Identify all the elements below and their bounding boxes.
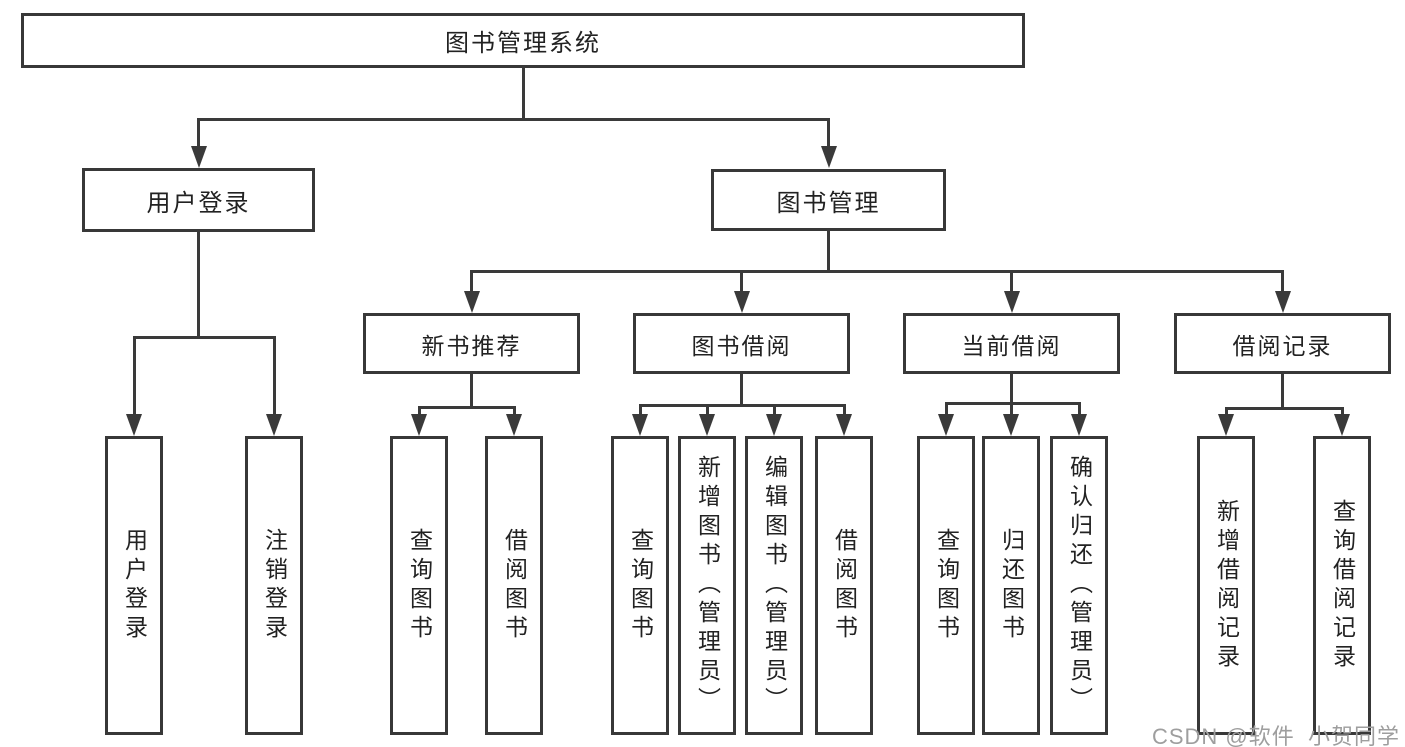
leaf-add-book-admin: 新增图书（管理员） (678, 436, 736, 735)
connector-line (1224, 407, 1344, 410)
connector-line (521, 66, 525, 120)
node-label: 新书推荐 (421, 332, 522, 359)
connector-line (638, 404, 642, 416)
connector-line (842, 404, 846, 416)
connector-line (1281, 372, 1284, 410)
node-label: 借阅记录 (1232, 332, 1333, 359)
arrowhead-down-icon (1003, 291, 1020, 313)
arrowhead-down-icon (126, 414, 142, 436)
arrowhead-down-icon (699, 414, 715, 436)
node-label: 用户登录 (146, 189, 251, 217)
node-label: 借阅图书 (831, 527, 858, 644)
node-library-system: 图书管理系统 (21, 13, 1025, 68)
connector-line (1224, 407, 1228, 416)
connector-line (417, 406, 421, 416)
leaf-query-books-recommend: 查询图书 (390, 436, 448, 735)
csdn-watermark: CSDN @软件_小贺同学 (1151, 724, 1400, 747)
connector-line (772, 404, 776, 416)
node-label: 用户登录 (121, 527, 148, 644)
node-label: 查询借阅记录 (1329, 498, 1356, 673)
leaf-borrow-books-recommend: 借阅图书 (485, 436, 543, 735)
connector-line (740, 270, 743, 294)
arrowhead-down-icon (820, 146, 837, 168)
connector-line (470, 372, 473, 409)
connector-line (1009, 402, 1013, 416)
arrowhead-down-icon (190, 146, 207, 168)
leaf-logout: 注销登录 (245, 436, 303, 735)
node-book-borrowing: 图书借阅 (633, 313, 850, 374)
connector-line (470, 270, 1284, 273)
node-borrowing-records: 借阅记录 (1174, 313, 1391, 374)
connector-line (197, 118, 200, 149)
arrowhead-down-icon (411, 414, 427, 436)
node-label: 归还图书 (998, 527, 1025, 644)
node-label: 新增图书（管理员） (694, 455, 721, 716)
node-label: 新增借阅记录 (1213, 498, 1240, 673)
leaf-query-books-borrowing: 查询图书 (611, 436, 669, 735)
connector-line (417, 406, 516, 409)
node-new-book-recommendation: 新书推荐 (363, 313, 580, 374)
leaf-query-borrow-record: 查询借阅记录 (1313, 436, 1371, 735)
arrowhead-down-icon (1218, 414, 1234, 436)
arrowhead-down-icon (506, 414, 522, 436)
node-label: 图书管理系统 (445, 30, 601, 57)
connector-line (1340, 407, 1344, 416)
connector-line (197, 118, 830, 121)
node-label: 查询图书 (933, 527, 960, 644)
node-current-borrowing: 当前借阅 (903, 313, 1120, 374)
node-label: 当前借阅 (961, 332, 1062, 359)
node-label: 确认归还（管理员） (1066, 455, 1093, 716)
connector-line (740, 372, 743, 407)
arrowhead-down-icon (766, 414, 782, 436)
node-label: 编辑图书（管理员） (761, 455, 788, 716)
arrowhead-down-icon (1003, 414, 1019, 436)
node-user-login: 用户登录 (82, 168, 315, 232)
connector-line (1010, 372, 1013, 405)
connector-line (705, 404, 709, 416)
connector-line (944, 402, 948, 416)
leaf-add-borrow-record: 新增借阅记录 (1197, 436, 1255, 735)
connector-line (1281, 270, 1284, 294)
node-label: 图书借阅 (691, 332, 792, 359)
connector-line (638, 404, 846, 407)
connector-line (944, 402, 1081, 405)
connector-line (132, 336, 276, 339)
node-label: 借阅图书 (501, 527, 528, 644)
connector-line (1010, 270, 1013, 294)
arrowhead-down-icon (463, 291, 480, 313)
arrowhead-down-icon (1071, 414, 1087, 436)
arrowhead-down-icon (1334, 414, 1350, 436)
node-label: 图书管理 (776, 189, 881, 217)
arrowhead-down-icon (733, 291, 750, 313)
connector-line (827, 229, 830, 273)
connector-line (272, 336, 276, 416)
arrowhead-down-icon (632, 414, 648, 436)
arrowhead-down-icon (938, 414, 954, 436)
connector-line (132, 336, 136, 416)
arrowhead-down-icon (836, 414, 852, 436)
node-book-management: 图书管理 (711, 169, 946, 231)
leaf-borrow-books-borrowing: 借阅图书 (815, 436, 873, 735)
connector-line (197, 230, 200, 339)
node-label: 查询图书 (406, 527, 433, 644)
connector-line (470, 270, 473, 294)
leaf-query-books-current: 查询图书 (917, 436, 975, 735)
arrowhead-down-icon (266, 414, 282, 436)
leaf-edit-book-admin: 编辑图书（管理员） (745, 436, 803, 735)
node-label: 查询图书 (627, 527, 654, 644)
arrowhead-down-icon (1274, 291, 1291, 313)
leaf-user-login: 用户登录 (105, 436, 163, 735)
node-label: 注销登录 (261, 527, 288, 644)
connector-line (1077, 402, 1081, 416)
leaf-confirm-return-admin: 确认归还（管理员） (1050, 436, 1108, 735)
connector-line (512, 406, 516, 416)
connector-line (827, 118, 830, 149)
leaf-return-book: 归还图书 (982, 436, 1040, 735)
